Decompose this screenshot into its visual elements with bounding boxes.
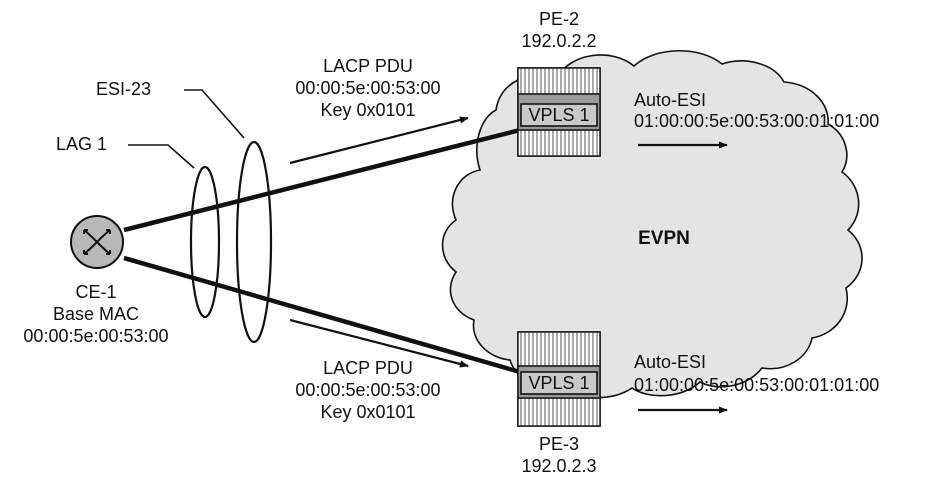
lacp-top-mac: 00:00:5e:00:53:00	[295, 78, 440, 98]
pe2-service-label: VPLS 1	[528, 105, 589, 125]
pe2-name: PE-2	[539, 9, 579, 29]
esi-label: ESI-23	[96, 79, 151, 99]
pe2-ip: 192.0.2.2	[521, 31, 596, 51]
link-ce1-pe2	[123, 127, 521, 233]
pe2-router: VPLS 1	[517, 67, 601, 157]
ce1-name: CE-1	[75, 282, 116, 302]
link-ce1-pe3	[123, 255, 521, 375]
lacp-arrow-top	[289, 116, 469, 165]
lag-label: LAG 1	[56, 134, 107, 154]
pe3-auto-esi-label: Auto-ESI	[634, 352, 706, 372]
pe3-router: VPLS 1	[517, 331, 601, 427]
lacp-top-key: Key 0x0101	[320, 100, 415, 120]
pe3-name: PE-3	[539, 434, 579, 454]
pe3-service-label: VPLS 1	[528, 373, 589, 393]
lacp-bottom-title: LACP PDU	[323, 358, 413, 378]
lacp-top-title: LACP PDU	[323, 56, 413, 76]
router-cross-icon	[83, 229, 111, 255]
pe3-ip: 192.0.2.3	[521, 456, 596, 476]
pe3-service-box	[520, 371, 598, 395]
lacp-arrow-bottom	[289, 318, 469, 368]
pe2-auto-esi-label: Auto-ESI	[634, 90, 706, 110]
ce1-mac: 00:00:5e:00:53:00	[23, 326, 168, 346]
ce1-base-mac-label: Base MAC	[53, 304, 139, 324]
ce1-router	[70, 215, 124, 269]
lag-ellipse	[189, 165, 221, 319]
esi-leader-line	[184, 89, 245, 139]
lacp-bottom-mac: 00:00:5e:00:53:00	[295, 380, 440, 400]
pe3-auto-esi-value: 01:00:00:5e:00:53:00:01:01:00	[634, 375, 879, 395]
lag-leader-line	[128, 144, 195, 169]
pe2-auto-esi-value: 01:00:00:5e:00:53:00:01:01:00	[634, 111, 879, 131]
pe2-service-box	[520, 103, 598, 127]
lacp-bottom-key: Key 0x0101	[320, 402, 415, 422]
esi-ellipse	[235, 140, 273, 344]
cloud-label: EVPN	[638, 228, 690, 249]
